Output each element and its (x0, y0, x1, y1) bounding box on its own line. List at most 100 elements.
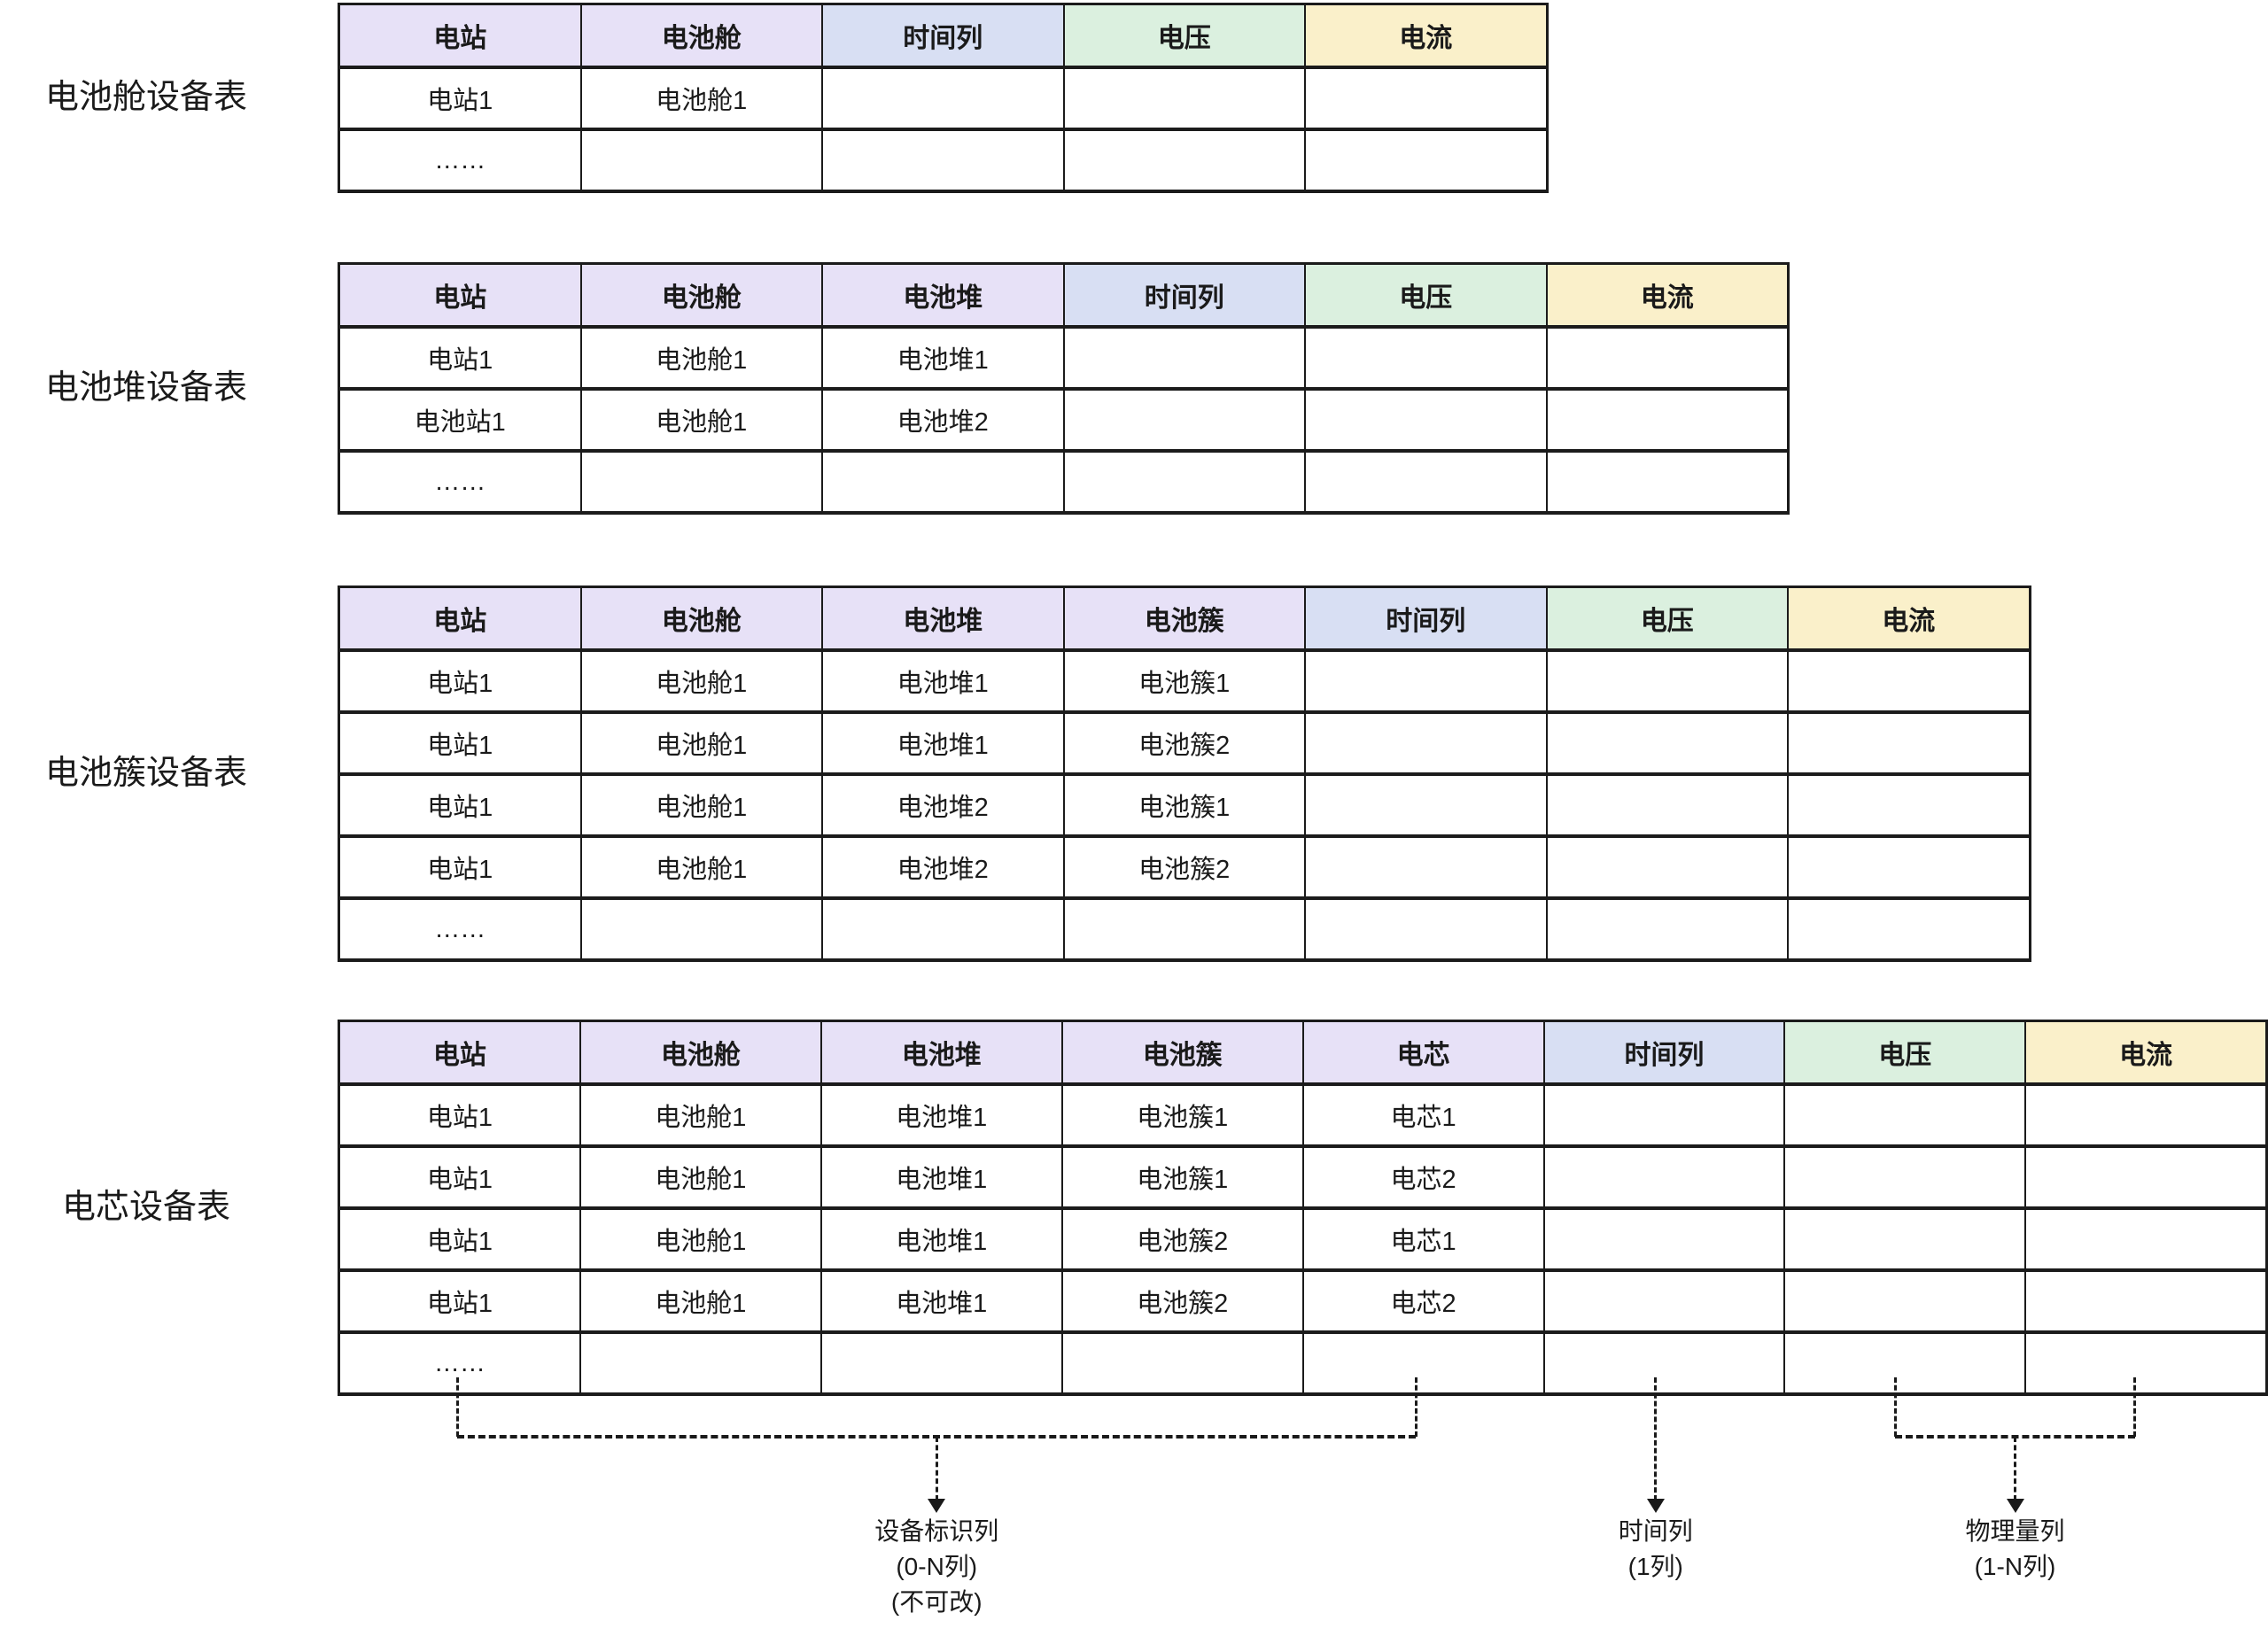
table-cell: 电芯1 (1301, 1082, 1545, 1148)
footnote-line: 设备标识列 (874, 1517, 999, 1545)
table-cell (1062, 66, 1306, 131)
table-cell: 电站1 (338, 648, 582, 714)
table-title: 电池簇设备表 (44, 754, 247, 792)
table-cell (1787, 648, 2031, 714)
table-cell (1060, 1330, 1304, 1396)
arrow-stem (2014, 1437, 2016, 1501)
bracket-left-line (455, 1377, 459, 1437)
table-cell (1787, 710, 2031, 776)
table-cell (2024, 1144, 2268, 1210)
column-header-current: 电流 (1787, 585, 2031, 652)
column-header-voltage: 电压 (1545, 585, 1789, 652)
column-header-current: 电流 (1304, 3, 1548, 69)
column-header-time: 时间列 (1304, 585, 1548, 652)
table-cell: 电池簇1 (1060, 1082, 1304, 1148)
column-header-device: 电池舱 (579, 585, 823, 652)
table-cell (579, 128, 823, 193)
table-cell (1787, 896, 2031, 962)
table-header: 电站电池舱电池堆电池簇电芯时间列电压电流 (338, 1020, 2268, 1086)
footnote-line: (不可改) (890, 1588, 983, 1616)
table-cell: 电池舱1 (579, 1144, 822, 1210)
table-cell: 电池舱1 (579, 325, 823, 391)
header-row: 电站电池舱电池堆电池簇电芯时间列电压电流 (338, 1020, 2268, 1086)
column-header-device: 电站 (338, 585, 582, 652)
table-cell (821, 66, 1065, 131)
column-header-current: 电流 (1545, 262, 1790, 329)
table-cell: 电池舱1 (579, 1268, 822, 1334)
table-cell (1304, 896, 1548, 962)
table-row: …… (338, 1330, 2268, 1396)
table-cell (579, 896, 823, 962)
table-cell (821, 896, 1065, 962)
table-title: 电池堆设备表 (44, 368, 247, 407)
column-header-device: 电池舱 (579, 262, 823, 329)
table-cell (1542, 1206, 1786, 1272)
table-cell: 电池舱1 (579, 1206, 822, 1272)
column-header-device: 电池舱 (579, 1020, 822, 1086)
table-cell (1062, 387, 1306, 453)
table-cell: 电池站1 (338, 387, 582, 453)
header-row: 电站电池舱时间列电压电流 (338, 3, 1548, 69)
table-cell (1304, 648, 1548, 714)
table-cell (819, 1330, 1063, 1396)
table-cell: 电站1 (338, 710, 582, 776)
table-cell: 电池簇2 (1060, 1268, 1304, 1334)
table-header: 电站电池舱电池堆电池簇时间列电压电流 (338, 585, 2031, 652)
table-cell: …… (338, 128, 582, 193)
table-cell: …… (338, 1330, 581, 1396)
table-cell: 电池舱1 (579, 66, 823, 131)
table-cell (1542, 1268, 1786, 1334)
arrow-down-icon (2006, 1499, 2024, 1513)
table-cell: 电芯2 (1301, 1268, 1545, 1334)
column-header-voltage: 电压 (1304, 262, 1548, 329)
table-cell (1304, 66, 1548, 131)
table-cell: 电芯2 (1301, 1144, 1545, 1210)
table-cell (1545, 896, 1789, 962)
table-cell (1062, 449, 1306, 515)
table-cell: 电芯1 (1301, 1206, 1545, 1272)
column-header-current: 电流 (2024, 1020, 2268, 1086)
table-cell: 电池舱1 (579, 1082, 822, 1148)
table-cell: 电池堆2 (821, 387, 1065, 453)
footnote-line: (1-N列) (1974, 1553, 2056, 1580)
column-header-voltage: 电压 (1783, 1020, 2027, 1086)
table-cell: 电池舱1 (579, 710, 823, 776)
table-title: 电芯设备表 (61, 1188, 230, 1226)
table-cell (1304, 387, 1548, 453)
table-cell (1304, 128, 1548, 193)
table-header: 电站电池舱时间列电压电流 (338, 3, 1548, 69)
table-cell (1783, 1330, 2027, 1396)
table-cell (1542, 1144, 1786, 1210)
column-header-device: 电池堆 (819, 1020, 1063, 1086)
table-cell (821, 449, 1065, 515)
table-cell (821, 128, 1065, 193)
table-cell (1545, 325, 1790, 391)
table-cell (1545, 449, 1790, 515)
table-row: …… (338, 449, 1790, 515)
table-cell (579, 449, 823, 515)
column-header-device: 电站 (338, 3, 582, 69)
table-cell (1062, 325, 1306, 391)
footnote-line: (1列) (1627, 1553, 1683, 1580)
table-cell: 电池舱1 (579, 648, 823, 714)
table-cell (1783, 1268, 2027, 1334)
bracket-left-line (1893, 1377, 1897, 1437)
header-row: 电站电池舱电池堆电池簇时间列电压电流 (338, 585, 2031, 652)
column-header-time: 时间列 (821, 3, 1065, 69)
table-cell (1545, 648, 1789, 714)
table-cell: 电池堆1 (821, 710, 1065, 776)
